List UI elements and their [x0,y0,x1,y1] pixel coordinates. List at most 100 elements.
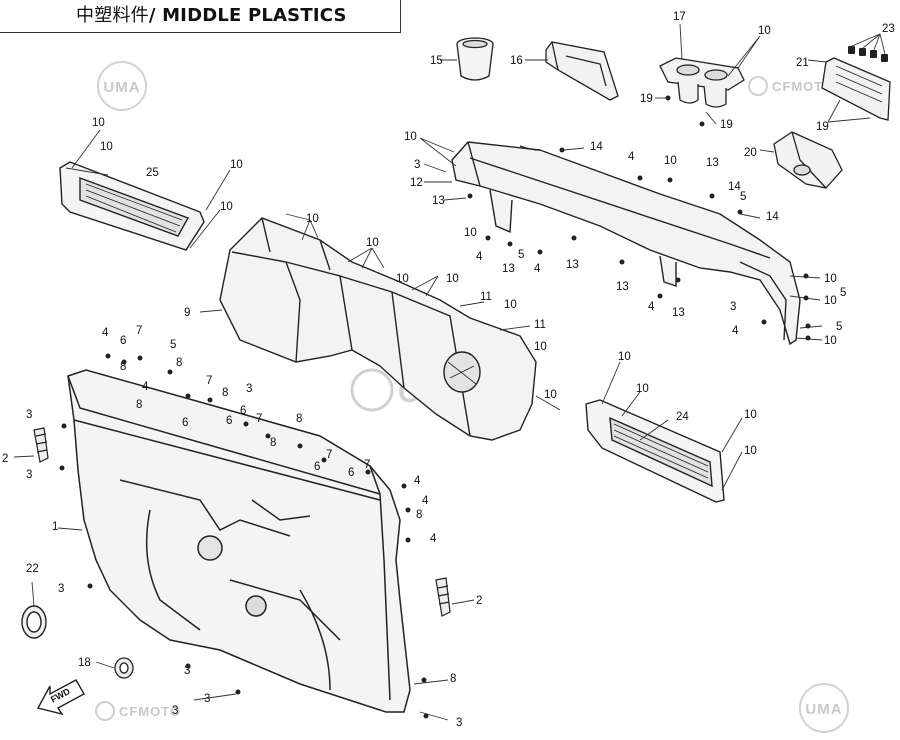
callout-19-c: 19 [816,121,829,133]
callout-8-b: 8 [176,357,182,369]
callout-3-f: 3 [58,583,64,595]
callout-5-d: 5 [836,321,842,333]
callout-8-e: 8 [270,437,276,449]
callout-2-b: 2 [476,595,482,607]
callout-15: 15 [430,55,443,67]
callout-8-d: 8 [222,387,228,399]
callout-7-b: 7 [206,375,212,387]
callout-6-d: 6 [240,405,246,417]
part-9-air-duct[interactable] [219,217,537,441]
callout-4-a: 4 [628,151,635,163]
part-25-vent-panel[interactable] [59,161,205,251]
cfmoto-watermark-text: CFMOTO [772,79,834,94]
callout-11-a: 11 [480,291,492,303]
callout-10-e: 10 [220,201,233,213]
callout-11-b: 11 [534,319,546,331]
callout-10-n: 10 [664,155,677,167]
callout-19-a: 19 [640,93,653,105]
callout-10-b: 10 [92,117,105,129]
cfmoto-watermark-text-2: CFMOTO [119,704,181,719]
callout-3-e: 3 [26,469,32,481]
title-separator: / [148,5,163,26]
callout-10-u: 10 [744,409,757,421]
callout-14-c: 14 [766,211,779,223]
callout-10-a: 10 [758,25,771,37]
callout-4-j: 4 [430,533,437,545]
part-16-bracket[interactable] [545,41,619,101]
callout-19-b: 19 [720,119,733,131]
callout-8-g: 8 [416,509,422,521]
callout-10-p: 10 [824,273,837,285]
callout-24: 24 [676,411,689,423]
callout-10-r: 10 [824,335,837,347]
cfmoto-logo-top-right: CFMOTO [748,76,834,96]
callout-8-f: 8 [296,413,302,425]
callout-14-a: 14 [590,141,603,153]
callout-3-a: 3 [414,159,420,171]
callout-10-k: 10 [534,341,547,353]
callout-10-g: 10 [366,237,379,249]
callout-7-d: 7 [326,449,332,461]
callout-4-c: 4 [534,263,541,275]
cfmoto-logo-bottom-left: CFMOTO [95,701,181,721]
part-18-washer[interactable] [114,657,134,679]
callout-numbers: 15 16 17 10 19 19 21 23 19 20 10 10 25 1… [2,11,895,729]
callout-10-m: 10 [404,131,417,143]
callout-8-h: 8 [450,673,456,685]
callout-9: 9 [184,307,190,319]
callout-10-o: 10 [464,227,477,239]
part-24-vent-panel[interactable] [585,399,725,503]
leader-lines [13,23,886,721]
uma-logo-bottom-right: UMA [799,683,849,733]
callout-20: 20 [744,147,757,159]
callout-2-a: 2 [2,453,8,465]
title-en: MIDDLE PLASTICS [162,5,347,26]
callout-6-c: 6 [226,415,232,427]
uma-watermark-text-2: UMA [805,701,842,718]
part-20-duct[interactable] [773,131,843,189]
callout-16: 16 [510,55,523,67]
part-2-clip-right[interactable] [435,577,451,617]
callout-4-e: 4 [732,325,739,337]
callout-7-e: 7 [364,459,370,471]
part-12-dash-beam[interactable] [451,141,801,346]
fwd-arrow: FWD [36,679,85,716]
callout-4-i: 4 [422,495,429,507]
callout-17: 17 [673,11,686,23]
part-1-lower-dash[interactable] [67,369,411,713]
callout-5-c: 5 [840,287,846,299]
fastener-dots [59,95,811,719]
callout-4-h: 4 [414,475,421,487]
part-22-grommet[interactable] [21,605,47,639]
callout-10-c: 10 [100,141,113,153]
callout-3-i: 3 [172,705,178,717]
callout-3-b: 3 [730,301,736,313]
title-box: 中塑料件/ MIDDLE PLASTICS [0,0,401,33]
part-2-clip-left[interactable] [33,427,49,463]
part-17-cup-holder[interactable] [659,57,745,108]
callout-5-a: 5 [740,191,746,203]
callout-4-d: 4 [648,301,655,313]
callout-13-c: 13 [502,263,515,275]
callout-5-e: 5 [170,339,176,351]
callout-8-a: 8 [120,361,126,373]
callout-21: 21 [796,57,809,69]
callout-6-e: 6 [314,461,320,473]
callout-22: 22 [26,563,39,575]
callout-3-g: 3 [184,665,190,677]
title-cn: 中塑料件 [76,5,149,26]
callout-3-j: 3 [456,717,462,729]
callout-3-c: 3 [246,383,252,395]
part-21-vent[interactable] [821,57,891,121]
callout-6-f: 6 [348,467,354,479]
callout-14-b: 14 [728,181,741,193]
callout-13-b: 13 [706,157,719,169]
callout-23: 23 [882,23,895,35]
callout-6-b: 6 [182,417,188,429]
callout-13-d: 13 [566,259,579,271]
part-23-clips[interactable] [848,46,888,62]
part-15-cup[interactable] [456,37,494,81]
callout-4-f: 4 [102,327,109,339]
page-title: 中塑料件/ MIDDLE PLASTICS [76,1,347,27]
